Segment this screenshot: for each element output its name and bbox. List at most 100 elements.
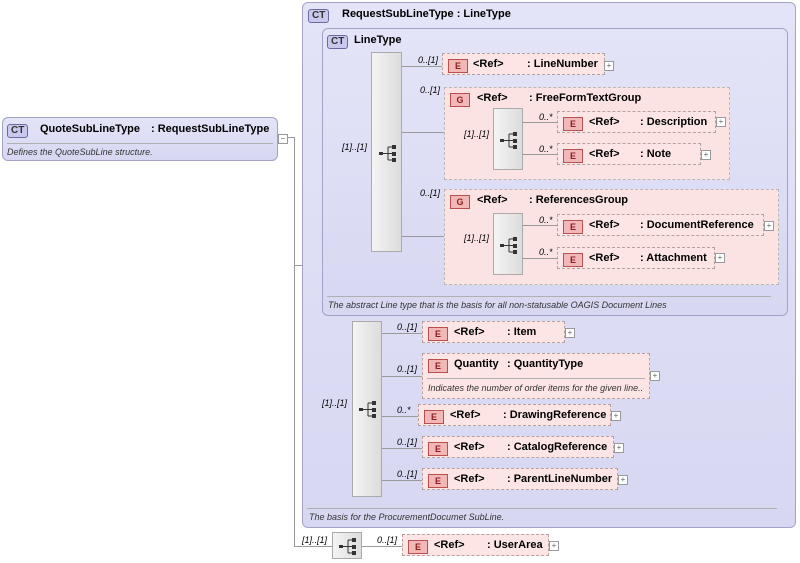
linetype-sequence[interactable] — [371, 52, 402, 252]
element-ref: <Ref> — [473, 58, 504, 70]
sequence-icon — [379, 145, 396, 162]
element-ref: <Ref> — [589, 116, 620, 128]
element-catalog-reference[interactable]: E <Ref> : CatalogReference — [422, 436, 614, 458]
connector-line — [402, 66, 442, 67]
complex-type-icon: CT — [327, 35, 349, 49]
sequence-icon — [500, 237, 517, 254]
element-icon: E — [428, 442, 448, 456]
element-name: : DrawingReference — [503, 409, 607, 421]
connector-line — [402, 236, 444, 237]
element-document-reference[interactable]: E <Ref> : DocumentReference — [557, 214, 764, 236]
group-icon: G — [450, 93, 470, 107]
sequence-icon — [359, 401, 376, 418]
divider — [427, 378, 645, 379]
element-name: : UserArea — [487, 539, 543, 551]
element-name: : QuantityType — [507, 358, 584, 370]
element-name: : Item — [507, 326, 537, 338]
occurrence-label: 0..* — [539, 144, 553, 154]
connector-line — [402, 132, 444, 133]
sequence-icon — [500, 132, 517, 149]
occurrence-label: 0..[1] — [377, 535, 398, 545]
element-quantity[interactable]: E Quantity : QuantityType Indicates the … — [422, 353, 650, 399]
element-item[interactable]: E <Ref> : Item — [422, 321, 565, 343]
element-name: : Attachment — [640, 252, 707, 264]
line-type-title: LineType — [354, 34, 402, 46]
element-note[interactable]: E <Ref> : Note — [557, 143, 701, 165]
element-ref: <Ref> — [450, 409, 481, 421]
expand-plus-icon[interactable]: + — [701, 150, 711, 160]
element-name: : DocumentReference — [640, 219, 754, 231]
element-icon: E — [408, 540, 428, 554]
element-user-area[interactable]: E <Ref> : UserArea — [402, 534, 549, 556]
element-icon: E — [563, 220, 583, 234]
element-ref: Quantity — [454, 358, 499, 370]
divider — [307, 508, 777, 509]
connector-line — [382, 480, 422, 481]
element-name: : ParentLineNumber — [507, 473, 613, 485]
expand-plus-icon[interactable]: + — [614, 443, 624, 453]
connector-line — [294, 137, 295, 265]
element-description[interactable]: E <Ref> : Description — [557, 111, 716, 133]
connector-line — [294, 546, 332, 547]
element-line-number[interactable]: E <Ref> : LineNumber — [442, 53, 605, 75]
sequence-box[interactable] — [493, 213, 523, 275]
connector-line — [294, 265, 295, 547]
connector-line — [523, 154, 557, 155]
expand-plus-icon[interactable]: + — [604, 61, 614, 71]
expand-plus-icon[interactable]: + — [549, 541, 559, 551]
connector-line — [382, 448, 422, 449]
request-title: RequestSubLineType : LineType — [342, 8, 511, 20]
expand-plus-icon[interactable]: + — [715, 253, 725, 263]
expand-plus-icon[interactable]: + — [611, 411, 621, 421]
occurrence-label: [1]..[1] — [464, 233, 490, 243]
occurrence-label: [1]..[1] — [464, 129, 490, 139]
occurrence-label: 0..[1] — [418, 55, 439, 65]
connector-line — [523, 225, 557, 226]
group-name: : FreeFormTextGroup — [529, 92, 642, 104]
expand-plus-icon[interactable]: + — [764, 221, 774, 231]
sequence-icon — [339, 538, 356, 555]
sequence-box[interactable] — [493, 108, 523, 170]
element-drawing-reference[interactable]: E <Ref> : DrawingReference — [418, 404, 611, 426]
occurrence-label: 0..[1] — [397, 322, 418, 332]
element-ref: <Ref> — [589, 219, 620, 231]
occurrence-label: 0..* — [539, 112, 553, 122]
occurrence-label: 0..[1] — [397, 364, 418, 374]
group-icon: G — [450, 195, 470, 209]
bottom-sequence[interactable] — [332, 532, 362, 559]
group-name: : ReferencesGroup — [529, 194, 629, 206]
connector-line — [362, 546, 402, 547]
element-icon: E — [563, 253, 583, 267]
occurrence-label: 0..* — [539, 215, 553, 225]
element-parent-line-number[interactable]: E <Ref> : ParentLineNumber — [422, 468, 618, 490]
request-sequence[interactable] — [352, 321, 382, 497]
request-doc: The basis for the ProcurementDocumet Sub… — [309, 512, 505, 522]
element-icon: E — [428, 327, 448, 341]
connector-line — [294, 265, 304, 266]
expand-plus-icon[interactable]: + — [716, 117, 726, 127]
element-icon: E — [563, 117, 583, 131]
element-ref: <Ref> — [589, 148, 620, 160]
element-ref: <Ref> — [434, 539, 465, 551]
element-attachment[interactable]: E <Ref> : Attachment — [557, 247, 715, 269]
occurrence-label: 0..[1] — [397, 437, 418, 447]
occurrence-label: 0..* — [539, 247, 553, 257]
element-icon: E — [424, 410, 444, 424]
expand-plus-icon[interactable]: + — [650, 371, 660, 381]
element-name: : Description — [640, 116, 708, 128]
connector-line — [523, 258, 557, 259]
group-ref: <Ref> — [477, 92, 508, 104]
collapse-icon[interactable]: − — [278, 134, 288, 144]
connector-line — [382, 416, 418, 417]
connector-line — [523, 122, 557, 123]
root-complex-type[interactable]: CT QuoteSubLineType : RequestSubLineType… — [2, 117, 278, 161]
occurrence-label: [1]..[1] — [342, 142, 368, 152]
expand-plus-icon[interactable]: + — [565, 328, 575, 338]
expand-plus-icon[interactable]: + — [618, 475, 628, 485]
complex-type-icon: CT — [7, 124, 29, 138]
element-ref: <Ref> — [454, 473, 485, 485]
element-name: : LineNumber — [527, 58, 598, 70]
element-ref: <Ref> — [589, 252, 620, 264]
element-name: : CatalogReference — [507, 441, 608, 453]
occurrence-label: 0..[1] — [420, 188, 441, 198]
